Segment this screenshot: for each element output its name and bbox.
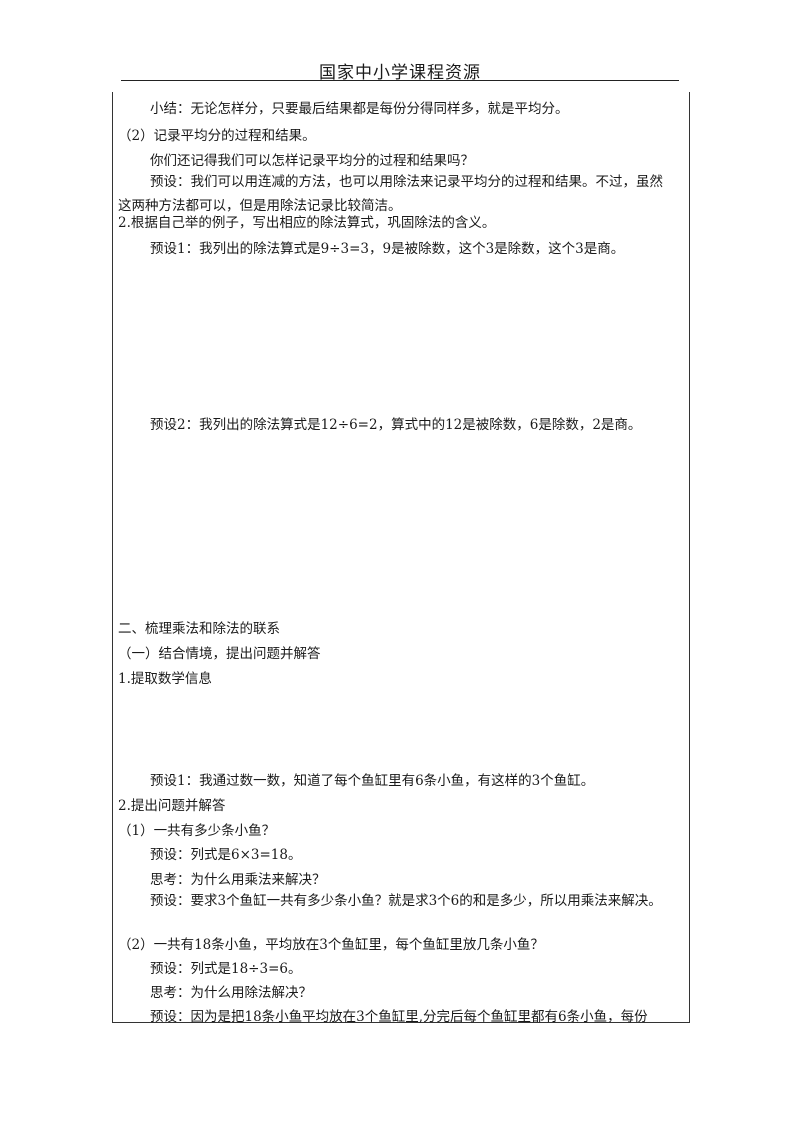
figure1-equation: 9÷3=3 [260, 361, 314, 379]
fish-bowl-2 [277, 696, 355, 764]
figure1-bubble-3: 是平均分。 [258, 299, 301, 310]
q1-line: （1）一共有多少条小鱼？ [118, 823, 276, 839]
fish-preset: 预设1：我通过数一数，知道了每个鱼缸里有6条小鱼，有这样的3个鱼缸。 [150, 773, 595, 789]
stick-group-1 [230, 318, 259, 345]
part2-step2: 2.提出问题并解答 [118, 798, 226, 814]
q2-answer: 预设：因为是把18条小鱼平均放在3个鱼缸里,分完后每个鱼缸里都有6条小鱼，每份 [150, 1009, 648, 1025]
q1-answer: 预设：要求3个鱼缸一共有多少条小鱼？就是求3个6的和是多少，所以用乘法来解决。 [150, 893, 662, 909]
figure1-bubble-2: 份，每份3根， [258, 286, 314, 297]
q2-think: 思考：为什么用除法解决？ [150, 985, 312, 1001]
circle-group-1 [225, 493, 283, 509]
q2-line: （2）一共有18条小鱼，平均放在3个鱼缸里，每个鱼缸里放几条小鱼？ [118, 937, 544, 953]
q2-preset: 预设：列式是18÷3=6。 [150, 961, 302, 977]
preset-long: 预设：我们可以用连减的方法，也可以用除法来记录平均分的过程和结果。不过，虽然这两… [118, 174, 663, 214]
fish-bowl-1 [191, 696, 269, 764]
summary-line: 小结：无论怎样分，只要最后结果都是每份分得同样多，就是平均分。 [150, 101, 569, 117]
page-header-title: 国家中小学课程资源 [319, 63, 481, 83]
figure2-label-divisor: 除数 [250, 567, 268, 579]
figure2-label-quotient: 商 [279, 567, 288, 579]
preset2-line: 预设2：我列出的除法算式是12÷6=2，算式中的12是被除数，6是除数，2是商。 [150, 417, 642, 433]
figure2-equation: 12÷6=2 [228, 539, 291, 557]
circle-group-2 [225, 509, 283, 525]
figure2-bubble-3: 也是平均分。 [208, 477, 256, 487]
q1-preset: 预设：列式是6×3=18。 [150, 847, 302, 863]
stick-group-3 [318, 318, 347, 345]
figure1-label-quotient: 商 [307, 392, 316, 404]
figure2-name: 小亮 [336, 508, 350, 517]
q1-think: 思考：为什么用乘法来解决？ [150, 872, 326, 888]
question-line: 你们还记得我们可以怎样记录平均分的过程和结果吗？ [150, 153, 474, 169]
figure2-bubble-1: 我画了12个圆，每组6 [208, 451, 287, 461]
part2-sub1: （一）结合情境，提出问题并解答 [118, 646, 321, 662]
section2-title: 2.根据自己举的例子，写出相应的除法算式，巩固除法的含义。 [118, 215, 496, 231]
part2-title: 二、梳理乘法和除法的联系 [118, 621, 280, 637]
figure1-name: 小红 [203, 319, 217, 328]
part2-step1: 1.提取数学信息 [118, 671, 212, 687]
figure1-label-dividend: 被除数 [251, 392, 278, 404]
fish-bowl-3 [363, 696, 441, 764]
boy-figure [322, 450, 353, 504]
figure1-label-divisor: 除数 [279, 392, 297, 404]
item2-title: （2）记录平均分的过程和结果。 [118, 128, 316, 144]
preset1-line: 预设1：我列出的除法算式是9÷3=3，9是被除数，这个3是除数，这个3是商。 [150, 241, 625, 257]
header-rule [121, 80, 679, 81]
figure2-bubble-2: 个，有这样的两组， [208, 464, 280, 474]
content-box [112, 92, 690, 1023]
stick-group-2 [274, 318, 303, 345]
figure2-label-dividend: 被除数 [222, 567, 249, 579]
girl-figure [198, 269, 231, 313]
figure1-bubble-1: 9根小棒分成3 [258, 273, 311, 284]
